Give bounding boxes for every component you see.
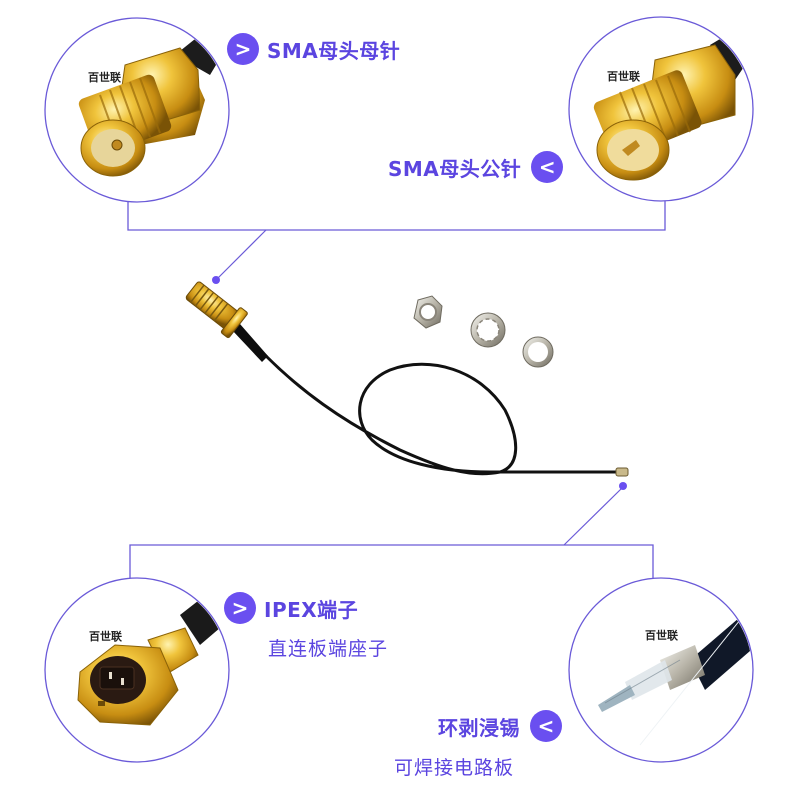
ipex-terminal-photo bbox=[46, 579, 228, 761]
watermark-top-right: 百世联 bbox=[607, 70, 640, 83]
callout-title: SMA母头公针 bbox=[388, 156, 522, 181]
watermark-top-left: 百世联 bbox=[88, 71, 121, 84]
callout-title: SMA母头母针 bbox=[267, 38, 401, 63]
hex-nut bbox=[413, 295, 443, 329]
chevron-right-icon: > bbox=[227, 33, 259, 65]
watermark-bottom-left: 百世联 bbox=[89, 630, 122, 643]
stripped-cable-photo bbox=[570, 579, 752, 761]
sma-female-pin-photo bbox=[46, 19, 228, 201]
lock-washer bbox=[470, 312, 506, 348]
callout-subtitle: 可焊接电路板 bbox=[394, 757, 515, 779]
watermark-bottom-right: 百世联 bbox=[645, 629, 678, 642]
callout-title: 环剥浸锡 bbox=[438, 715, 520, 740]
callout-stripped-tinned: 环剥浸锡 < bbox=[438, 710, 562, 742]
sma-female-male-pin-photo bbox=[570, 18, 752, 200]
callout-sma-female-pin: > SMA母头母针 bbox=[227, 33, 400, 65]
callout-subtitle: 直连板端座子 bbox=[268, 638, 389, 660]
flat-washer bbox=[522, 336, 554, 368]
callout-sma-female-male-pin: SMA母头公针 < bbox=[388, 151, 564, 183]
chevron-left-icon: < bbox=[530, 710, 562, 742]
callout-ipex-terminal: > IPEX端子 bbox=[224, 592, 358, 624]
callout-title: IPEX端子 bbox=[264, 597, 359, 622]
chevron-right-icon: > bbox=[224, 592, 256, 624]
cable-assembly-image bbox=[185, 281, 629, 477]
chevron-left-icon: < bbox=[531, 151, 564, 183]
